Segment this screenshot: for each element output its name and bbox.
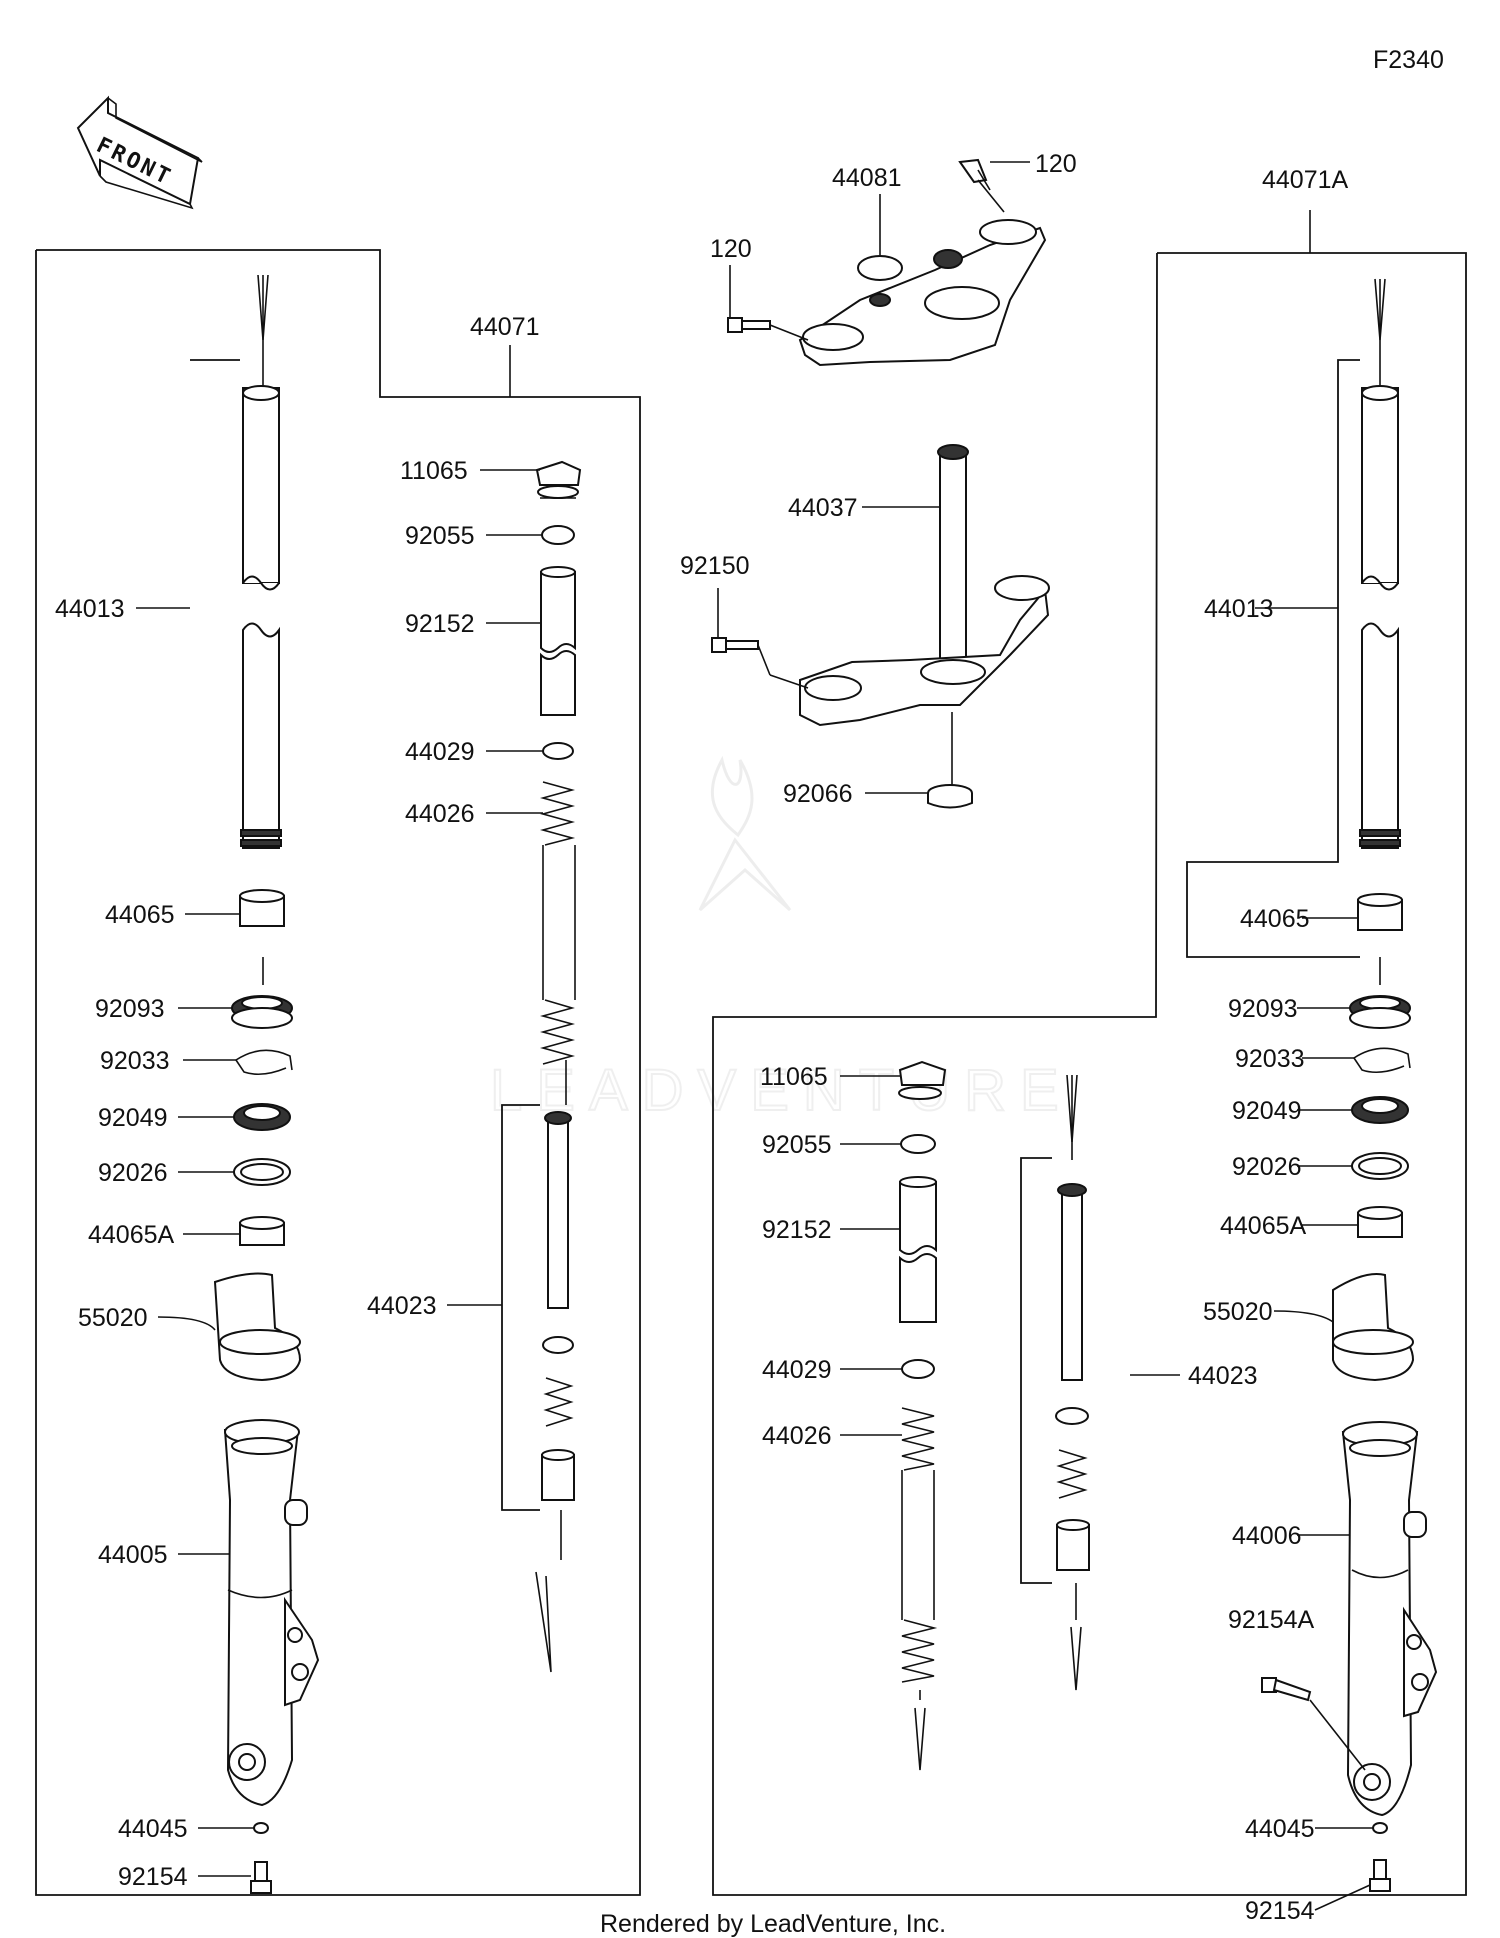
oil-seal-right	[1351, 1096, 1409, 1124]
label-44029-right: 44029	[762, 1356, 832, 1384]
label-92026-right: 92026	[1232, 1153, 1302, 1181]
o-ring-92055-right	[900, 1134, 936, 1154]
label-92154-left: 92154	[118, 1863, 188, 1891]
bolt-120-upper	[958, 158, 991, 191]
inner-tube-right	[1359, 385, 1401, 849]
oil-seal-left	[233, 1103, 291, 1131]
label-92049-right: 92049	[1232, 1097, 1302, 1125]
fork-spring-44026-left	[539, 781, 576, 1065]
assembly-direction-arrows	[257, 274, 1386, 1771]
bushing-44065A-right	[1357, 1206, 1403, 1238]
fork-spring-44026-right	[901, 1407, 938, 1683]
outer-tube-44006	[1341, 1421, 1438, 1817]
bolt-120-left	[727, 317, 771, 333]
dust-seal-left	[231, 995, 293, 1029]
label-44006: 44006	[1232, 1522, 1302, 1550]
right-damper-box	[1020, 1157, 1052, 1584]
leader-lines	[136, 161, 1373, 1911]
cap-bolt-11065-right	[898, 1060, 947, 1100]
label-44037: 44037	[788, 494, 858, 522]
o-ring-92055-left	[541, 525, 575, 545]
label-92049-left: 92049	[98, 1104, 168, 1132]
label-44029-left: 44029	[405, 738, 475, 766]
footer-credit: Rendered by LeadVenture, Inc.	[600, 1910, 946, 1938]
label-44023-left: 44023	[367, 1292, 437, 1320]
label-120-left: 120	[710, 235, 752, 263]
label-92055-left: 92055	[405, 522, 475, 550]
label-92066: 92066	[783, 780, 853, 808]
label-44026-right: 44026	[762, 1422, 832, 1450]
label-55020-right: 55020	[1203, 1298, 1273, 1326]
inner-tube-left	[240, 385, 282, 849]
bolt-92154-right	[1369, 1859, 1391, 1892]
damper-rod-44023-right	[1055, 1183, 1090, 1571]
stopper-ring-right	[1353, 1047, 1411, 1074]
washer-left	[233, 1158, 291, 1186]
dust-seal-right	[1349, 995, 1411, 1029]
label-44013-left: 44013	[55, 595, 125, 623]
label-92154A: 92154A	[1228, 1606, 1315, 1634]
label-55020-left: 55020	[78, 1304, 148, 1332]
leadventure-watermark: LEADVENTURE	[489, 755, 1073, 1124]
spacer-92152-left	[540, 566, 576, 716]
label-44081: 44081	[832, 164, 902, 192]
bushing-44065-left	[239, 889, 285, 927]
label-44005: 44005	[98, 1541, 168, 1569]
label-92152-right: 92152	[762, 1216, 832, 1244]
label-92154-right: 92154	[1245, 1897, 1315, 1925]
label-44023-right: 44023	[1188, 1362, 1258, 1390]
damper-rod-44023-left	[541, 1111, 575, 1501]
bearing-92066	[927, 784, 973, 809]
diagram-code: F2340	[1373, 46, 1444, 74]
outer-tube-44005	[223, 1419, 320, 1807]
fork-guard-left	[213, 1272, 302, 1382]
upper-bracket-44081	[798, 219, 1047, 367]
bushing-44065-right	[1357, 893, 1403, 931]
label-92152-left: 92152	[405, 610, 475, 638]
label-92055-right: 92055	[762, 1131, 832, 1159]
left-fork-assembly-box	[35, 249, 641, 1896]
label-44065-left: 44065	[105, 901, 175, 929]
label-92150: 92150	[680, 552, 750, 580]
washer-44029-right	[901, 1359, 935, 1379]
right-fork-assembly-box	[712, 252, 1467, 1896]
label-92093-right: 92093	[1228, 995, 1298, 1023]
bolt-92150	[711, 637, 759, 653]
label-11065-left: 11065	[400, 457, 468, 485]
label-92033-left: 92033	[100, 1047, 170, 1075]
label-44065-right: 44065	[1240, 905, 1310, 933]
label-44045-right: 44045	[1245, 1815, 1315, 1843]
front-arrow-icon: FRONT	[76, 95, 203, 210]
fork-guard-right	[1332, 1273, 1415, 1382]
bolt-92154A	[1261, 1677, 1366, 1771]
stem-44037	[799, 444, 1050, 727]
washer-44029-left	[542, 742, 574, 760]
gasket-44045-left	[253, 1822, 269, 1834]
label-44045-left: 44045	[118, 1815, 188, 1843]
label-120-top: 120	[1035, 150, 1077, 178]
label-92093-left: 92093	[95, 995, 165, 1023]
label-44026-left: 44026	[405, 800, 475, 828]
cap-bolt-11065-left	[535, 460, 582, 499]
left-damper-box	[501, 1104, 540, 1511]
part-labels: 120 44081 120 44071A 44071 44037 92150 9…	[55, 150, 1349, 1925]
label-92033-right: 92033	[1235, 1045, 1305, 1073]
gasket-44045-right	[1372, 1822, 1388, 1834]
label-44065A-left: 44065A	[88, 1221, 175, 1249]
right-inner-tube-box	[1186, 359, 1360, 958]
label-92026-left: 92026	[98, 1159, 168, 1187]
label-44065A-right: 44065A	[1220, 1212, 1307, 1240]
label-11065-right: 11065	[760, 1063, 828, 1091]
stopper-ring-left	[235, 1049, 293, 1076]
label-44013-right: 44013	[1204, 595, 1274, 623]
watermark-text: LEADVENTURE	[490, 1058, 1073, 1123]
bushing-44065A-left	[239, 1216, 285, 1246]
spacer-92152-right	[899, 1176, 937, 1323]
washer-right	[1351, 1152, 1409, 1180]
bolt-92154-left	[250, 1861, 272, 1894]
label-44071A: 44071A	[1262, 166, 1349, 194]
label-44071: 44071	[470, 313, 540, 341]
